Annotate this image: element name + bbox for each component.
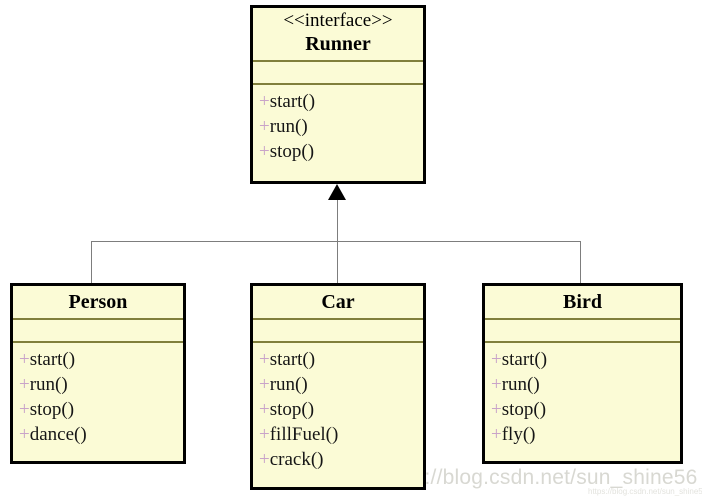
visibility-marker: + xyxy=(259,91,270,112)
visibility-marker: + xyxy=(491,424,502,445)
class-attributes-compartment-person xyxy=(13,320,183,343)
uml-class-box-car[interactable]: Car +start() +run() +stop() +fillFuel() … xyxy=(250,283,426,490)
method-signature: start() xyxy=(501,349,548,370)
method-signature: dance() xyxy=(29,424,87,445)
method-row: +stop() xyxy=(491,397,680,422)
class-header-person: Person xyxy=(13,286,183,320)
method-row: +stop() xyxy=(259,397,423,422)
class-attributes-compartment-runner xyxy=(253,62,423,85)
class-header-bird: Bird xyxy=(485,286,680,320)
connector-drop-person xyxy=(91,241,92,284)
watermark-url: https://blog.csdn.net/sun_shine56 xyxy=(378,466,698,489)
visibility-marker: + xyxy=(259,424,270,445)
class-title-person: Person xyxy=(68,291,128,313)
method-signature: run() xyxy=(269,116,308,137)
method-row: +stop() xyxy=(19,397,183,422)
method-signature: fly() xyxy=(501,424,536,445)
method-row: +start() xyxy=(259,347,423,372)
visibility-marker: + xyxy=(259,349,270,370)
method-signature: start() xyxy=(269,91,316,112)
class-methods-compartment-car: +start() +run() +stop() +fillFuel() +cra… xyxy=(253,343,423,476)
method-signature: stop() xyxy=(29,399,75,420)
visibility-marker: + xyxy=(259,116,270,137)
method-signature: run() xyxy=(29,374,68,395)
visibility-marker: + xyxy=(19,424,30,445)
visibility-marker: + xyxy=(19,349,30,370)
class-attributes-compartment-bird xyxy=(485,320,680,343)
method-signature: stop() xyxy=(269,399,315,420)
connector-drop-bird xyxy=(580,241,581,284)
method-row: +dance() xyxy=(19,422,183,447)
method-row: +fly() xyxy=(491,422,680,447)
class-methods-compartment-bird: +start() +run() +stop() +fly() xyxy=(485,343,680,451)
visibility-marker: + xyxy=(19,374,30,395)
class-header-car: Car xyxy=(253,286,423,320)
method-signature: stop() xyxy=(501,399,547,420)
visibility-marker: + xyxy=(19,399,30,420)
class-header-runner: <<interface>> Runner xyxy=(253,8,423,62)
method-signature: fillFuel() xyxy=(269,424,339,445)
visibility-marker: + xyxy=(491,374,502,395)
uml-class-box-runner[interactable]: <<interface>> Runner +start() +run() +st… xyxy=(250,5,426,184)
method-signature: start() xyxy=(269,349,316,370)
uml-class-box-bird[interactable]: Bird +start() +run() +stop() +fly() xyxy=(482,283,683,464)
method-signature: crack() xyxy=(269,449,324,470)
visibility-marker: + xyxy=(259,374,270,395)
method-row: +run() xyxy=(491,372,680,397)
method-signature: stop() xyxy=(269,141,315,162)
class-title-car: Car xyxy=(321,291,355,313)
method-row: +run() xyxy=(259,114,423,139)
visibility-marker: + xyxy=(259,141,270,162)
class-title-runner: Runner xyxy=(305,33,371,55)
method-row: +run() xyxy=(19,372,183,397)
inheritance-arrowhead-icon xyxy=(328,184,346,200)
visibility-marker: + xyxy=(491,399,502,420)
method-row: +fillFuel() xyxy=(259,422,423,447)
watermark-url-small: https://blog.csdn.net/sun_shine56 xyxy=(588,487,702,496)
method-signature: run() xyxy=(269,374,308,395)
method-row: +start() xyxy=(19,347,183,372)
method-row: +start() xyxy=(259,89,423,114)
method-signature: run() xyxy=(501,374,540,395)
class-methods-compartment-person: +start() +run() +stop() +dance() xyxy=(13,343,183,451)
uml-class-box-person[interactable]: Person +start() +run() +stop() +dance() xyxy=(10,283,186,464)
method-signature: start() xyxy=(29,349,76,370)
visibility-marker: + xyxy=(491,349,502,370)
class-title-bird: Bird xyxy=(563,291,602,313)
class-stereotype: <<interface>> xyxy=(283,10,393,31)
connector-rail-horizontal xyxy=(91,241,581,242)
class-methods-compartment-runner: +start() +run() +stop() xyxy=(253,85,423,168)
visibility-marker: + xyxy=(259,449,270,470)
method-row: +run() xyxy=(259,372,423,397)
method-row: +crack() xyxy=(259,447,423,472)
visibility-marker: + xyxy=(259,399,270,420)
class-attributes-compartment-car xyxy=(253,320,423,343)
method-row: +stop() xyxy=(259,139,423,164)
method-row: +start() xyxy=(491,347,680,372)
